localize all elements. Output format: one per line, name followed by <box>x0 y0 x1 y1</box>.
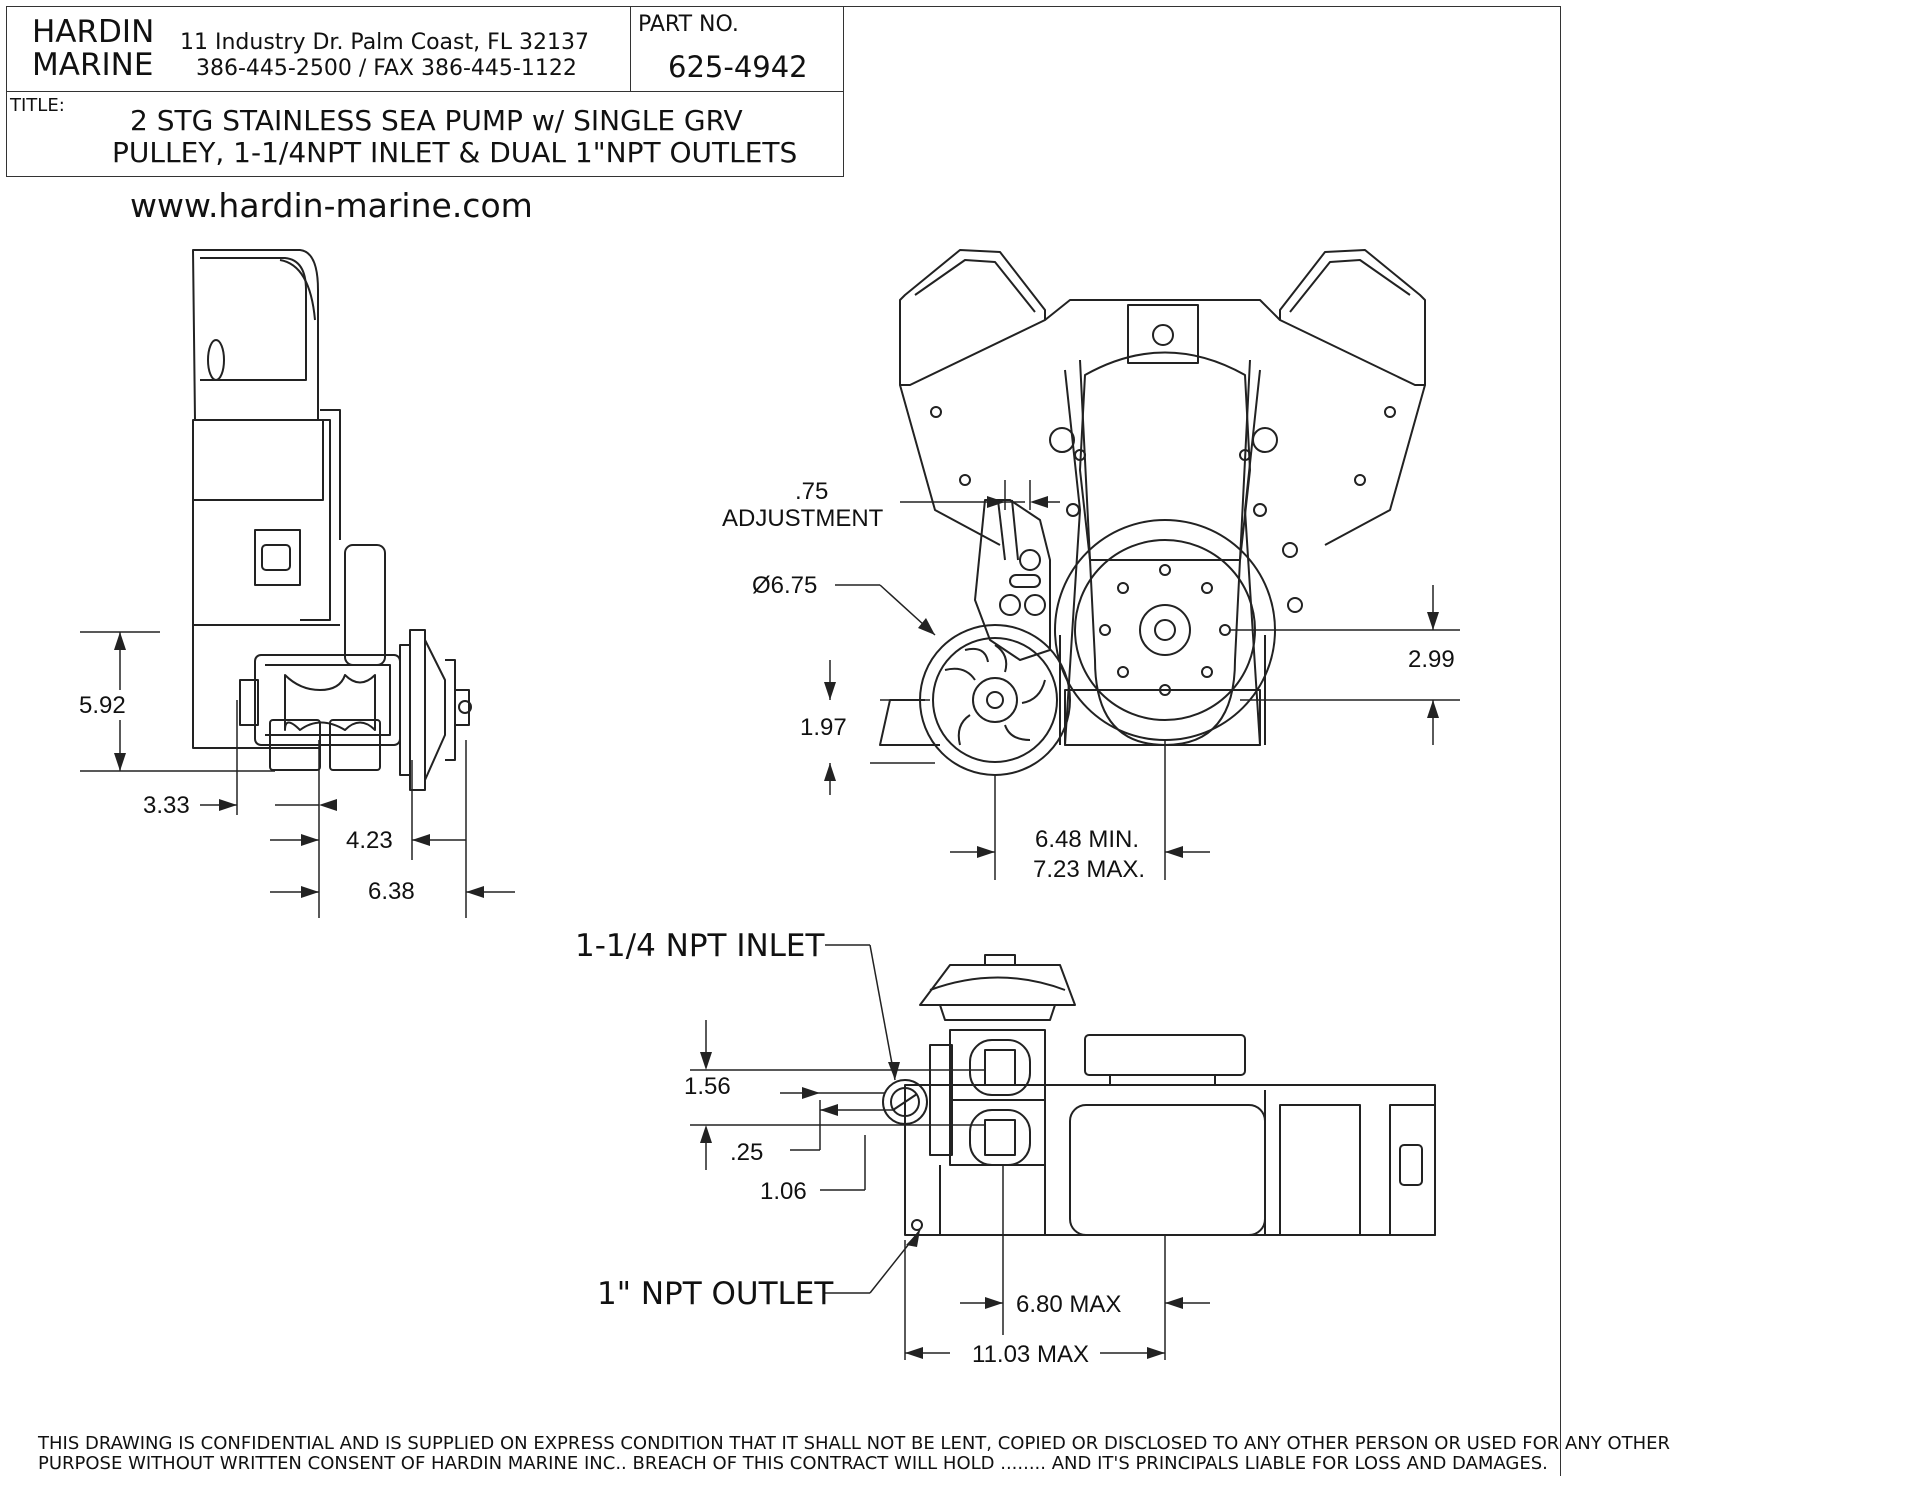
company-phone: 386-445-2500 / FAX 386-445-1122 <box>196 56 577 81</box>
part-no-label: PART NO. <box>638 12 739 37</box>
dim-025-label: .25 <box>730 1139 764 1166</box>
drawing-title-line1: 2 STG STAINLESS SEA PUMP w/ SINGLE GRV <box>130 104 743 137</box>
company-name-line1: HARDIN <box>32 14 155 50</box>
dim-height-label: 5.92 <box>79 692 126 719</box>
dim-b-label: 4.23 <box>346 827 393 854</box>
dim-right-label: 2.99 <box>1408 646 1455 673</box>
confidentiality-notice-line1: THIS DRAWING IS CONFIDENTIAL AND IS SUPP… <box>38 1433 1671 1454</box>
top-view-assembly <box>882 954 1436 1236</box>
outlet-callout: 1" NPT OUTLET <box>597 1276 834 1312</box>
front-view-pump-bracket <box>974 499 1051 661</box>
drawing-title-line2: PULLEY, 1-1/4NPT INLET & DUAL 1"NPT OUTL… <box>112 136 798 169</box>
front-view-engine <box>899 249 1426 746</box>
side-view-pump <box>239 629 472 791</box>
center-min-label: 6.48 MIN. <box>1035 826 1140 853</box>
dim-680-label: 6.80 MAX <box>1016 1291 1122 1318</box>
dim-1103-label: 11.03 MAX <box>972 1341 1089 1368</box>
website-url: www.hardin-marine.com <box>130 186 533 225</box>
inlet-callout: 1-1/4 NPT INLET <box>575 928 825 964</box>
side-view-engine <box>192 249 386 749</box>
title-label: TITLE: <box>10 95 65 116</box>
dim-a-label: 3.33 <box>143 792 190 819</box>
company-address: 11 Industry Dr. Palm Coast, FL 32137 <box>180 30 589 55</box>
center-max-label: 7.23 MAX. <box>1033 856 1146 883</box>
confidentiality-notice-line2: PURPOSE WITHOUT WRITTEN CONSENT OF HARDI… <box>38 1453 1548 1474</box>
dim-106-label: 1.06 <box>760 1178 807 1205</box>
adjustment-label: ADJUSTMENT <box>722 505 884 532</box>
company-name-line2: MARINE <box>32 47 154 83</box>
dim-left-label: 1.97 <box>800 714 847 741</box>
part-number: 625-4942 <box>668 50 808 84</box>
pulley-diameter-label: Ø6.75 <box>752 572 818 599</box>
dim-c-label: 6.38 <box>368 878 415 905</box>
adjustment-value-label: .75 <box>795 478 829 505</box>
dim-156-label: 1.56 <box>684 1073 731 1100</box>
